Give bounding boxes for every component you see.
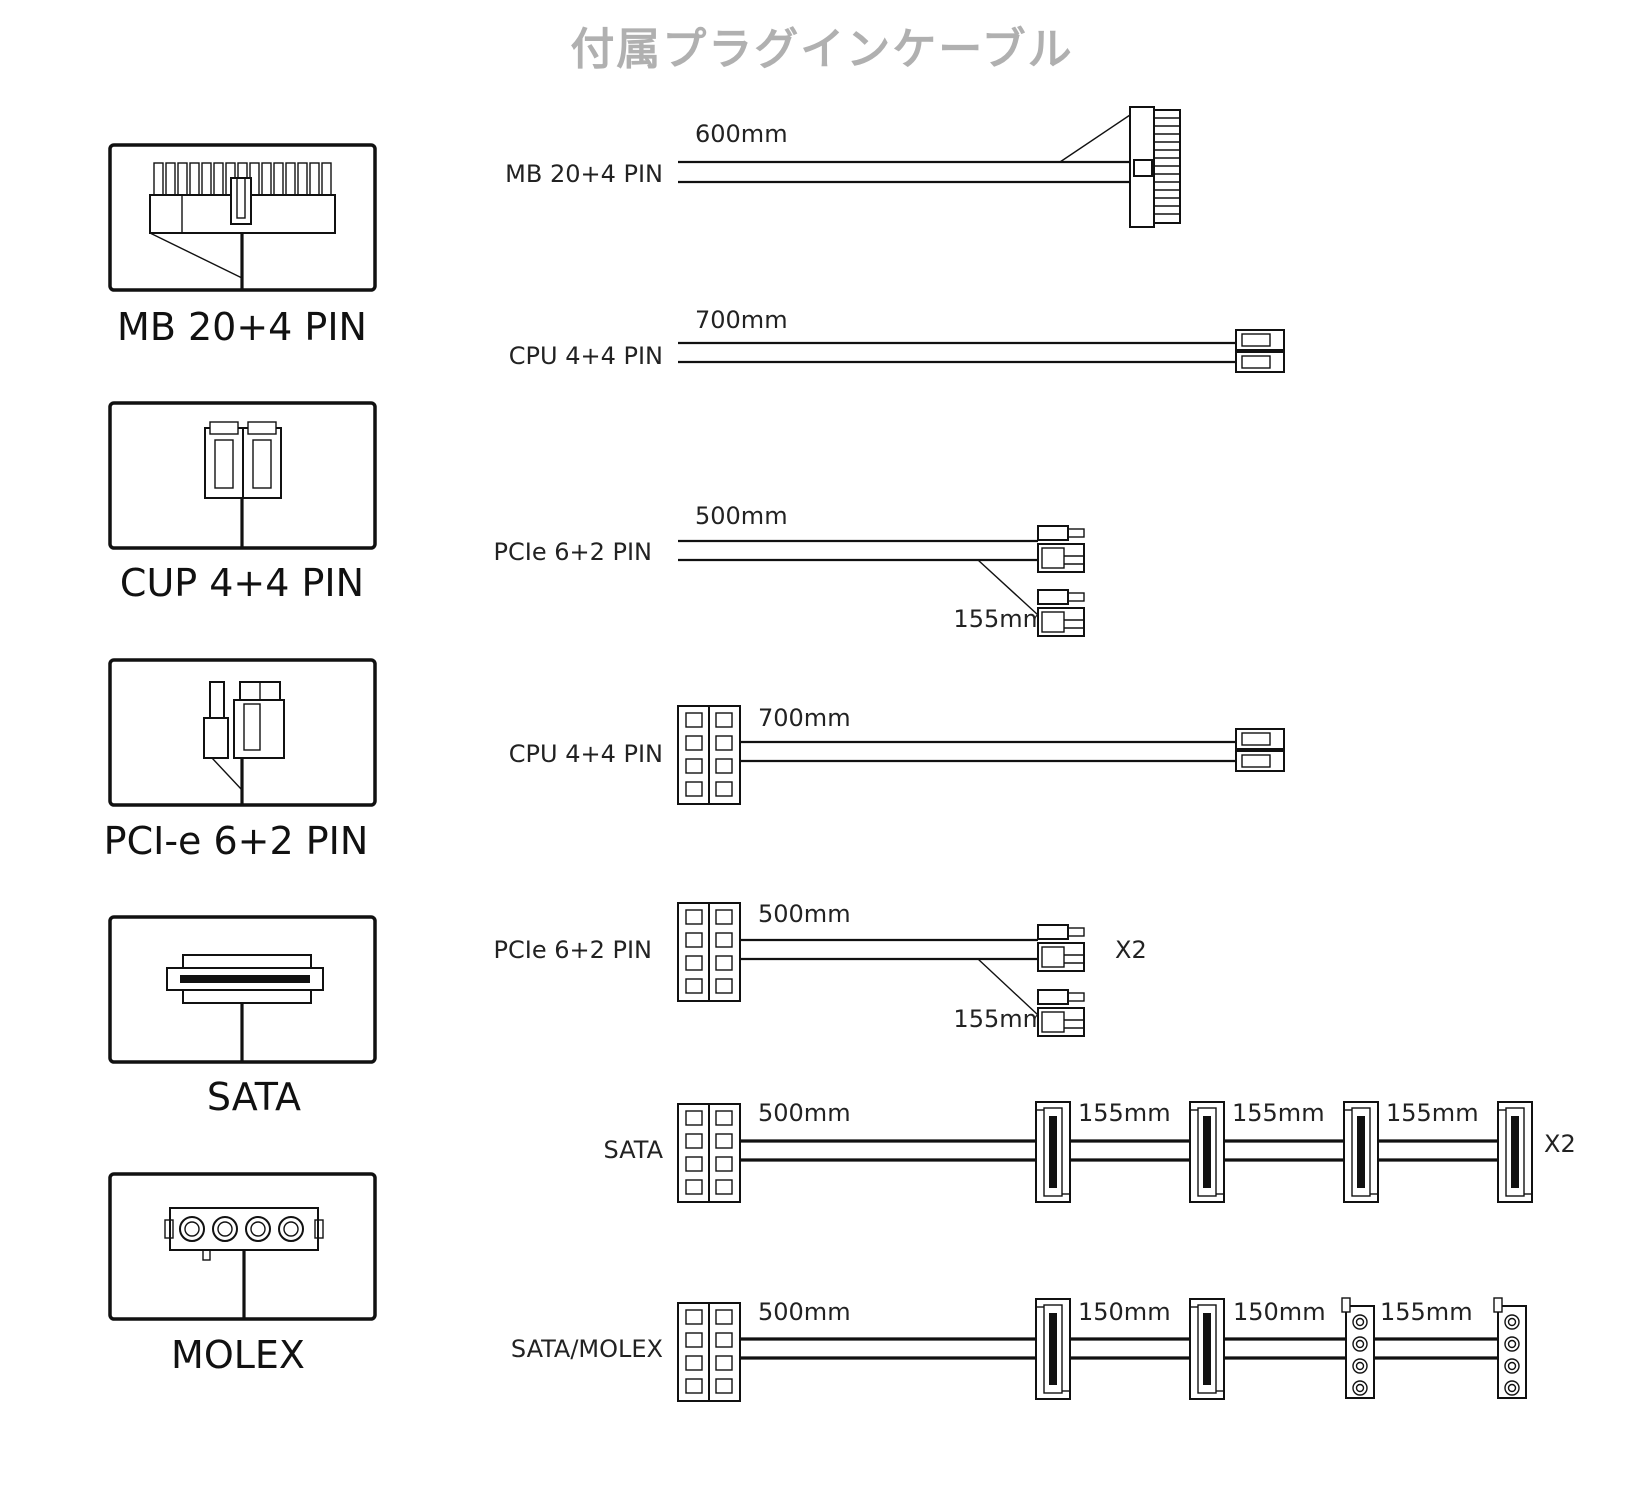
cable-name: SATA <box>604 1136 664 1164</box>
modular-plug <box>677 1302 741 1402</box>
cpu-connector-end <box>1235 728 1285 772</box>
pcie-connector-end <box>1037 989 1085 1037</box>
cable-mb-20-4: MB 20+4 PIN 600mm <box>505 106 1181 228</box>
cable-name: MB 20+4 PIN <box>505 160 663 188</box>
pcie-connector-end <box>1037 924 1085 972</box>
cable-sata: SATA 500mm 155mm 155mm 155mm X2 <box>604 1099 1576 1203</box>
cable-segment-length: 155mm <box>1078 1099 1171 1127</box>
connector-panel-molex <box>108 1172 377 1321</box>
connector-panel-pcie <box>108 658 377 807</box>
cable-segment-length: 155mm <box>1386 1099 1479 1127</box>
pcie-6-2-pin-icon <box>203 681 285 805</box>
cable-name: PCIe 6+2 PIN <box>494 538 652 566</box>
cable-sata-molex: SATA/MOLEX 500mm 150mm 150mm 155mm <box>511 1297 1527 1402</box>
pcie-connector-end <box>1037 589 1085 637</box>
sata-connector-end <box>1189 1298 1225 1400</box>
connector-panel-cpu <box>108 401 377 550</box>
sata-connector-end <box>1497 1101 1533 1203</box>
sata-connector-end <box>1035 1298 1071 1400</box>
mb-20-4-pin-icon <box>149 162 336 290</box>
pcie-connector-end <box>1037 525 1085 573</box>
molex-connector-end <box>1341 1297 1375 1399</box>
cpu-4-4-pin-icon <box>204 421 282 548</box>
cable-length: 700mm <box>758 704 851 732</box>
cable-length: 500mm <box>758 900 851 928</box>
cpu-connector-end <box>1235 329 1285 373</box>
mb-connector-end <box>1129 106 1181 228</box>
page-title: 付属プラグインケーブル <box>570 24 1073 75</box>
sata-connector-end <box>1035 1101 1071 1203</box>
cable-branch-length: 155mm <box>953 605 1046 633</box>
connector-label-sata: SATA <box>207 1075 301 1119</box>
connector-label-pcie: PCI-e 6+2 PIN <box>104 819 369 863</box>
cable-name: SATA/MOLEX <box>511 1335 663 1363</box>
cable-segment-length: 155mm <box>1380 1298 1473 1326</box>
sata-connector-end <box>1189 1101 1225 1203</box>
cable-cpu-4-4-b: CPU 4+4 PIN 700mm <box>509 704 1285 805</box>
sata-icon <box>166 954 324 1062</box>
cable-length: 500mm <box>758 1099 851 1127</box>
cable-name: CPU 4+4 PIN <box>509 342 663 370</box>
modular-plug <box>677 902 741 1002</box>
connector-label-mb: MB 20+4 PIN <box>117 305 367 349</box>
cable-length: 500mm <box>695 502 788 530</box>
cable-multiplier: X2 <box>1544 1130 1576 1158</box>
cable-length: 500mm <box>758 1298 851 1326</box>
cable-cpu-4-4-a: CPU 4+4 PIN 700mm <box>509 306 1285 373</box>
cable-length: 600mm <box>695 120 788 148</box>
cable-segment-length: 150mm <box>1078 1298 1171 1326</box>
cable-name: PCIe 6+2 PIN <box>494 936 652 964</box>
cable-branch-length: 155mm <box>953 1005 1046 1033</box>
connector-panel-mb <box>108 143 377 292</box>
cable-multiplier: X2 <box>1115 936 1147 964</box>
connector-label-molex: MOLEX <box>171 1333 305 1377</box>
cable-pcie-6-2-a: PCIe 6+2 PIN 500mm 155mm <box>494 502 1085 637</box>
sata-connector-end <box>1343 1101 1379 1203</box>
connector-panel-sata <box>108 915 377 1064</box>
connector-label-cpu: CUP 4+4 PIN <box>120 561 364 605</box>
cable-segment-length: 150mm <box>1233 1298 1326 1326</box>
modular-plug <box>677 1103 741 1203</box>
cable-pcie-6-2-b: PCIe 6+2 PIN 500mm 155mm X2 <box>494 900 1147 1037</box>
modular-plug <box>677 705 741 805</box>
cable-segment-length: 155mm <box>1232 1099 1325 1127</box>
cable-length: 700mm <box>695 306 788 334</box>
molex-icon <box>164 1207 324 1319</box>
cable-name: CPU 4+4 PIN <box>509 740 663 768</box>
molex-connector-end <box>1493 1297 1527 1399</box>
